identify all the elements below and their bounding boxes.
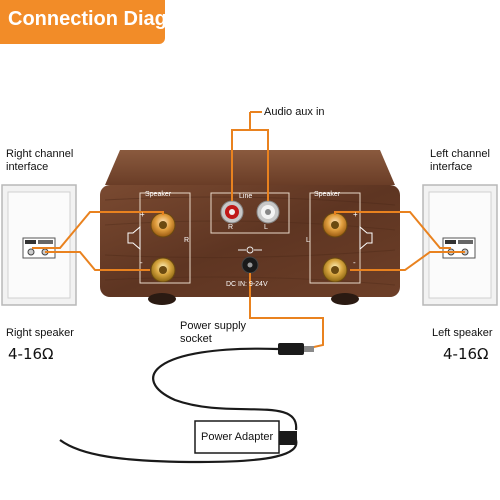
minus-label-left: -	[353, 258, 356, 267]
audio-aux-in-label: Audio aux in	[264, 106, 325, 118]
power-cable	[59, 343, 314, 464]
power-adapter-label: Power Adapter	[201, 431, 274, 443]
minus-label-right: -	[140, 258, 143, 267]
rca-r-label: R	[228, 224, 234, 231]
speaker-wires	[32, 111, 465, 350]
power-adapter	[194, 420, 297, 454]
speaker-label-right: Speaker	[145, 191, 172, 198]
page-title: Connection Diagram	[8, 8, 204, 30]
title-badge	[0, 0, 165, 44]
plus-label-left: +	[353, 210, 358, 219]
line-label: Line	[239, 193, 253, 200]
power-supply-socket-label: Power supply socket	[180, 320, 247, 345]
channel-l-label: L	[306, 237, 310, 244]
right-channel-interface-label: Right channel interface	[6, 148, 74, 173]
left-speaker-box	[422, 184, 498, 306]
plus-label-right: +	[140, 210, 145, 219]
speaker-label-left: Speaker	[314, 191, 341, 198]
left-channel-interface-label: Left channel interface	[430, 148, 490, 173]
left-speaker-label: Left speaker	[432, 327, 493, 339]
amplifier-device	[100, 150, 400, 305]
channel-r-label: R	[184, 237, 190, 244]
rca-l-label: L	[264, 224, 268, 231]
right-speaker-box	[1, 184, 77, 306]
right-speaker-label: Right speaker	[6, 327, 74, 339]
left-impedance-label: 4-16Ω	[443, 345, 489, 363]
dc-in-label: DC IN: 9-24V	[226, 281, 268, 288]
right-impedance-label: 4-16Ω	[8, 345, 54, 363]
speaker-symbol-icon	[127, 225, 373, 251]
